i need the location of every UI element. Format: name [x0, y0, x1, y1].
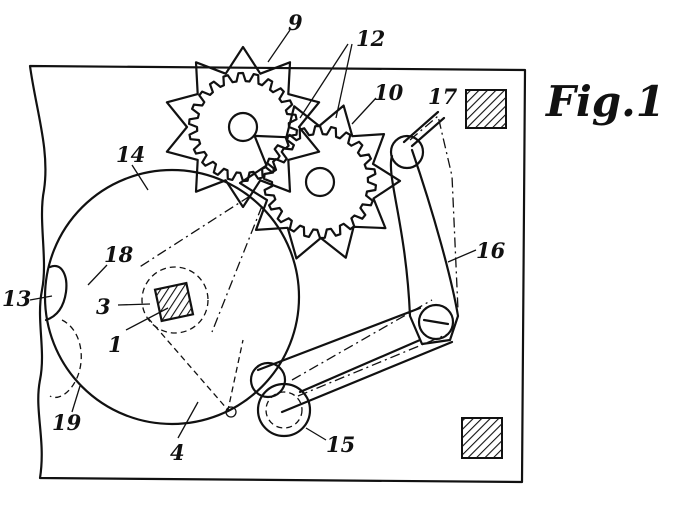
label-19: 19 — [52, 410, 82, 435]
dashed-arm-4 — [147, 317, 244, 412]
label-4: 4 — [170, 440, 185, 465]
dashed-arc-19 — [49, 319, 82, 399]
control-line-b — [211, 205, 263, 333]
label-15: 15 — [326, 432, 355, 457]
label-17: 17 — [428, 84, 458, 109]
square-shaft-1 — [153, 281, 195, 323]
hatched-post-top — [465, 89, 507, 129]
base-plate — [28, 64, 527, 484]
link-arm — [256, 306, 454, 414]
label-13: 13 — [2, 286, 31, 311]
label-16: 16 — [476, 238, 506, 263]
pointer-17 — [402, 110, 446, 148]
hatched-post-bottom — [461, 417, 503, 459]
label-10: 10 — [374, 80, 404, 105]
disc-notch-13 — [44, 264, 68, 322]
label-3: 3 — [96, 294, 111, 319]
label-12: 12 — [356, 26, 385, 51]
control-line-e — [409, 114, 459, 311]
label-18: 18 — [104, 242, 134, 267]
label-9: 9 — [288, 10, 303, 35]
dashed-circle-3 — [141, 266, 209, 334]
roller-15 — [249, 361, 312, 438]
gear-9 — [165, 45, 321, 209]
gear-10 — [238, 104, 402, 260]
arm-pivot-4 — [225, 406, 237, 418]
label-1: 1 — [108, 332, 123, 357]
control-line-a — [137, 195, 251, 269]
lever-16 — [389, 134, 460, 346]
leader-lines — [29, 29, 477, 441]
label-14: 14 — [116, 142, 145, 167]
figure-title: Fig.1 — [545, 77, 665, 126]
